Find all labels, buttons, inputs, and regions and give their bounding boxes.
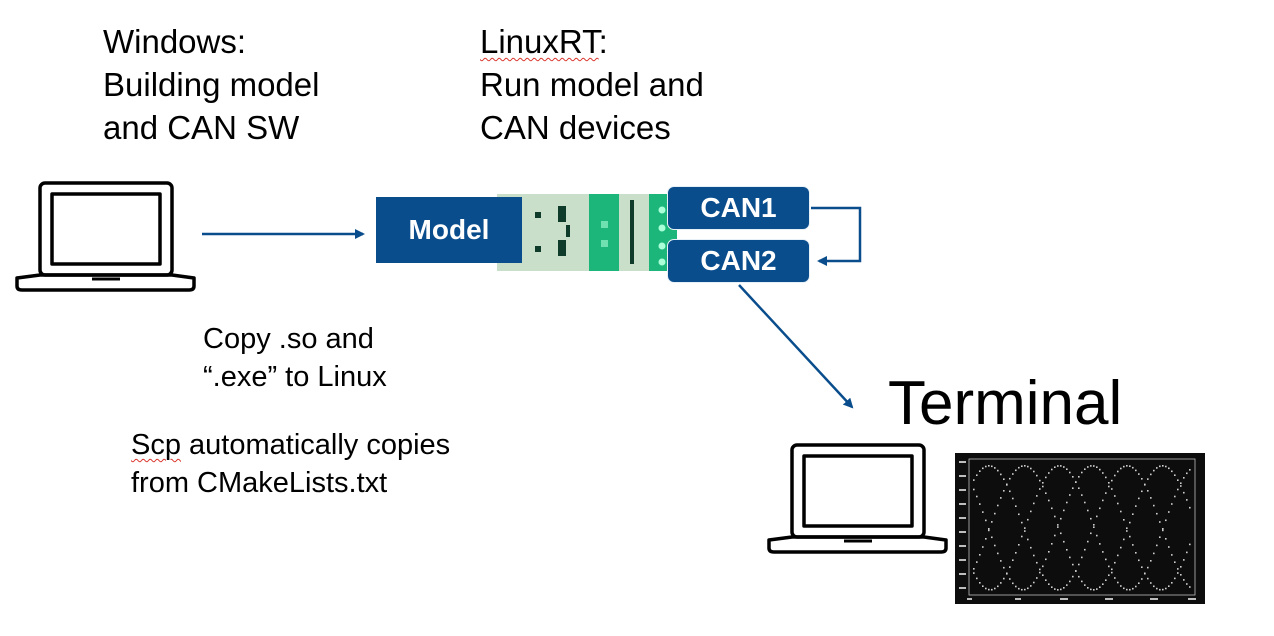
scp-line-1-rest: automatically copies: [180, 429, 451, 461]
can2-box: CAN2: [667, 239, 810, 283]
windows-line-3: and CAN SW: [103, 109, 300, 146]
scp-word: Scp: [131, 429, 181, 461]
scp-note: Scp automatically copies from CMakeLists…: [131, 426, 450, 502]
copy-note: Copy .so and “.exe” to Linux: [203, 320, 387, 396]
can1-box: CAN1: [667, 186, 810, 230]
scp-line-2: from CMakeLists.txt: [131, 467, 388, 499]
linux-title: LinuxRT: [480, 23, 599, 60]
linux-line-2: Run model and: [480, 66, 704, 103]
terminal-title: Terminal: [888, 369, 1123, 438]
copy-line-2: “.exe” to Linux: [203, 361, 387, 393]
terminal-arrow: [738, 284, 854, 409]
linux-label: LinuxRT: Run model and CAN devices: [480, 20, 704, 149]
linux-line-3: CAN devices: [480, 109, 671, 146]
linux-title-colon: :: [598, 23, 608, 60]
terminal-laptop-icon: [767, 443, 948, 554]
hardware-module-icon: [497, 194, 677, 271]
windows-line-1: Windows:: [103, 23, 247, 60]
model-box: Model: [376, 197, 522, 263]
terminal-screenshot: [955, 453, 1205, 604]
scp-line-1: Scp automatically copies: [131, 426, 450, 464]
windows-laptop-icon: [15, 181, 196, 292]
copy-line-1: Copy .so and: [203, 323, 374, 355]
linux-line-1: LinuxRT:: [480, 20, 704, 63]
windows-line-2: Building model: [103, 66, 320, 103]
can-loop-arrow: [811, 206, 862, 266]
terminal-plot-image: [955, 453, 1205, 604]
windows-label: Windows: Building model and CAN SW: [103, 20, 319, 149]
